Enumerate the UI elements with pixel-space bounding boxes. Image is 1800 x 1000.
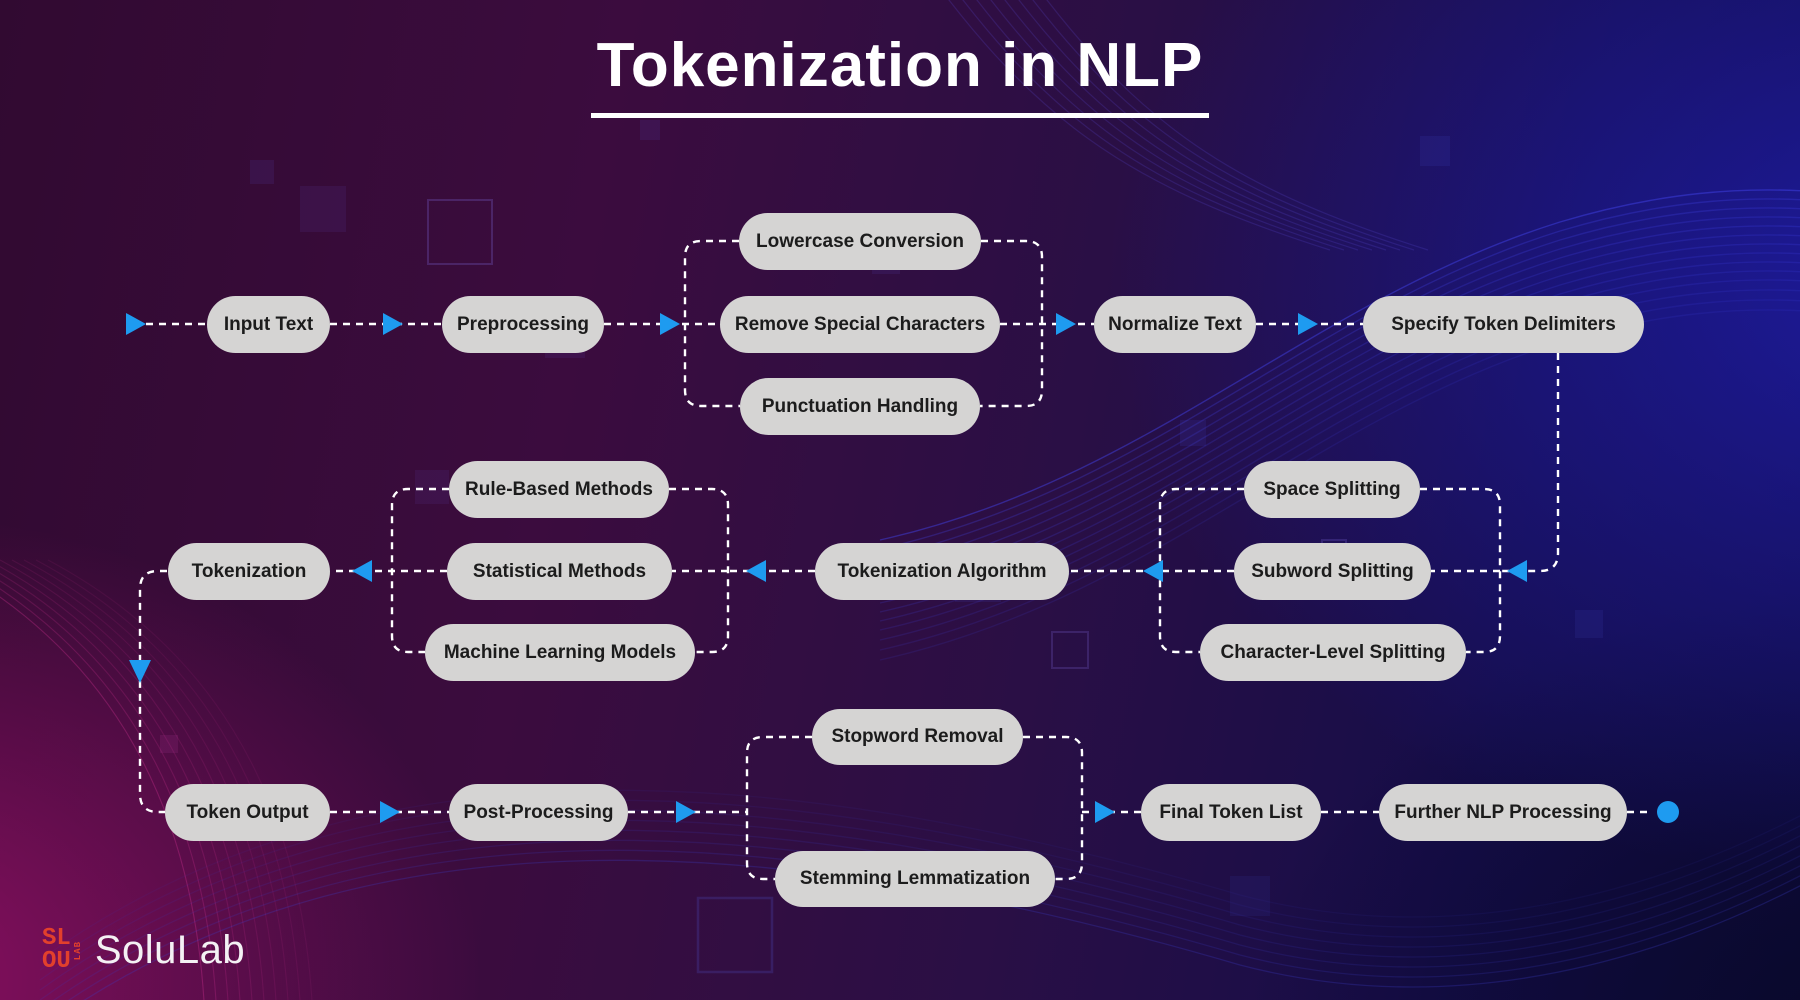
arrow-left-icon — [352, 560, 372, 582]
solulab-logo-mark-icon: SL OU LAB — [42, 925, 83, 975]
node-character-level-splitting: Character-Level Splitting — [1200, 624, 1466, 681]
logo-mark-row2: OU — [42, 947, 71, 975]
logo-mark-side-text: LAB — [72, 940, 83, 961]
arrow-right-icon — [676, 801, 696, 823]
arrow-right-icon — [1298, 313, 1318, 335]
node-stopword-removal: Stopword Removal — [812, 709, 1023, 765]
arrow-left-icon — [1507, 560, 1527, 582]
node-final-token-list: Final Token List — [1141, 784, 1321, 841]
node-statistical-methods: Statistical Methods — [447, 543, 672, 600]
arrow-right-icon — [383, 313, 403, 335]
arrow-down-icon — [129, 660, 151, 683]
node-stemming-lemmatization: Stemming Lemmatization — [775, 851, 1055, 907]
node-rule-based-methods: Rule-Based Methods — [449, 461, 669, 518]
logo-mark-row1: SL — [42, 925, 71, 953]
node-token-output: Token Output — [165, 784, 330, 841]
node-subword-splitting: Subword Splitting — [1234, 543, 1431, 600]
arrow-left-icon — [746, 560, 766, 582]
node-punctuation-handling: Punctuation Handling — [740, 378, 980, 435]
logo-name: SoluLab — [94, 928, 246, 972]
node-specify-token-delimiters: Specify Token Delimiters — [1363, 296, 1644, 353]
node-normalize-text: Normalize Text — [1094, 296, 1256, 353]
node-post-processing: Post-Processing — [449, 784, 628, 841]
arrow-right-icon — [126, 313, 146, 335]
page-title-text: Tokenization in NLP — [590, 30, 1210, 118]
node-space-splitting: Space Splitting — [1244, 461, 1420, 518]
arrow-right-icon — [1056, 313, 1076, 335]
node-further-nlp-processing: Further NLP Processing — [1379, 784, 1627, 841]
node-tokenization-algorithm: Tokenization Algorithm — [815, 543, 1069, 600]
node-tokenization: Tokenization — [168, 543, 330, 600]
logo-mark-letters: SL OU — [42, 925, 71, 975]
arrow-right-icon — [1095, 801, 1115, 823]
arrow-right-icon — [660, 313, 680, 335]
solulab-logo: SL OU LAB SoluLab — [42, 925, 246, 975]
arrow-left-icon — [1143, 560, 1163, 582]
node-preprocessing: Preprocessing — [442, 296, 604, 353]
node-lowercase-conversion: Lowercase Conversion — [739, 213, 981, 270]
node-machine-learning-models: Machine Learning Models — [425, 624, 695, 681]
page-title: Tokenization in NLP — [0, 30, 1800, 118]
arrow-right-icon — [380, 801, 400, 823]
node-input-text: Input Text — [207, 296, 330, 353]
node-remove-special-characters: Remove Special Characters — [720, 296, 1000, 353]
end-dot — [1657, 801, 1679, 823]
